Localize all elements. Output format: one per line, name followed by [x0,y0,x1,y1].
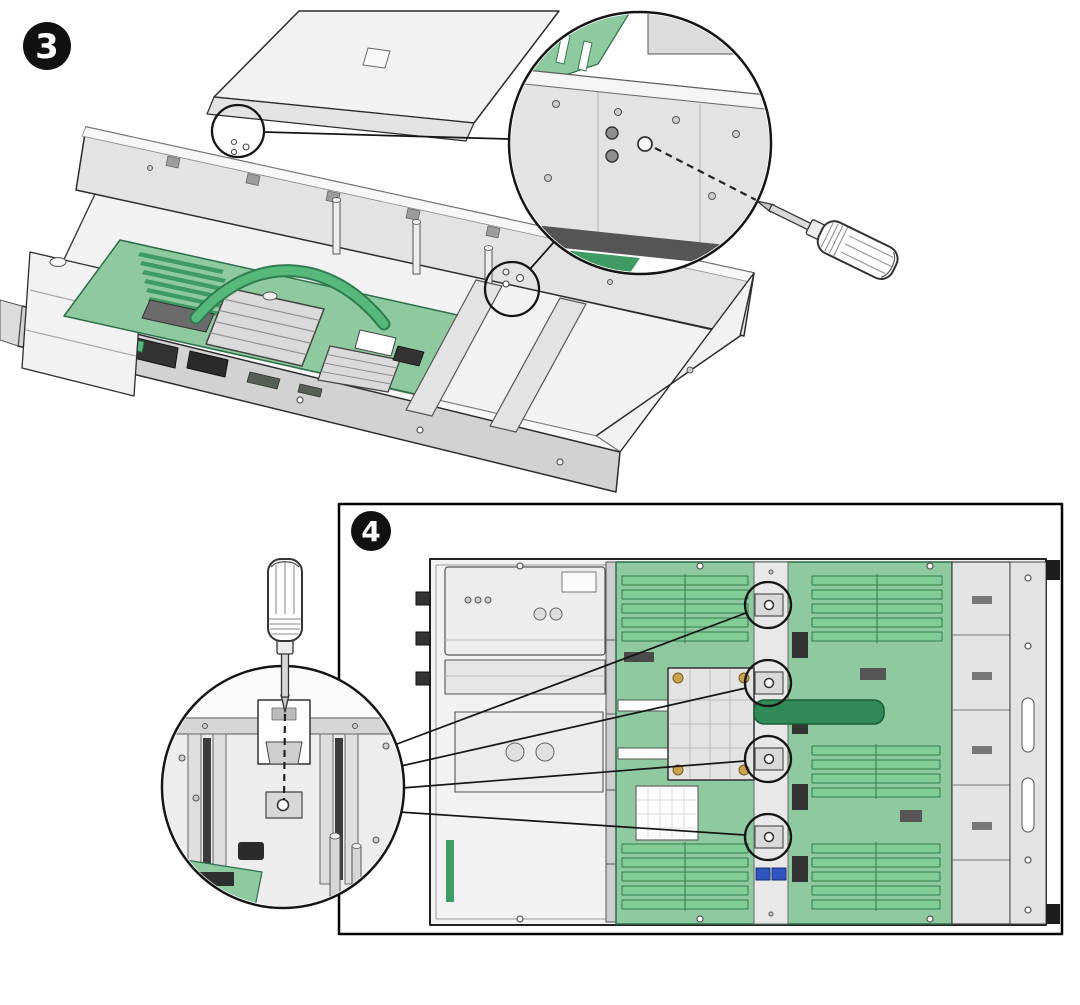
secondary-heatsink [317,345,401,393]
figure-step-4: 4 [160,502,1064,936]
callout-circle-wall-screws [483,260,541,318]
figure-step-3: 3 [0,10,903,493]
screw-bracket-detail [265,791,303,819]
rear-connectors [415,591,431,686]
server-top-view [415,558,1060,926]
cpu-heatsink [205,287,325,367]
screw-bracket [754,593,784,617]
connector-blue [755,867,771,881]
socket-cover [354,329,397,357]
heatpipe [753,699,885,725]
air-duct-handle [189,264,391,331]
callout-circle-hinge [210,103,266,159]
screw-holes-detail [605,126,653,163]
step-badge-3: 3 [23,22,71,70]
fan-wall-detail [647,14,769,55]
chip [900,810,922,822]
drive-bay-columns [951,561,1047,925]
callout-circle-screw-1 [743,580,793,630]
screw-bracket [754,671,784,695]
wall-rivets [544,100,740,200]
callout-circles [743,580,793,862]
chassis-wall-rim-detail [511,67,769,111]
black-latch [238,842,264,860]
chassis-standoff-posts [331,197,494,295]
callout-circle-screw-4 [743,812,793,862]
fan-wall [605,561,617,923]
chassis-screws [516,562,934,923]
dimm-bank-bottom-right [811,842,941,911]
midplane-bracket-rail [753,561,808,925]
step-number-3: 3 [35,27,59,67]
motherboard [63,239,481,398]
dimm-bank-mid-right [811,744,941,799]
chip [624,652,654,662]
callout-leader-lines [396,612,747,836]
callout-circle-screw-2 [743,658,793,708]
cover-vent [362,47,391,69]
screwdriver-icon [748,184,903,285]
step-badge-4: 4 [351,511,391,551]
open-top-cover [206,10,560,142]
chassis-ears [1046,560,1060,924]
chip [860,668,886,680]
step-number-4: 4 [361,515,380,548]
alignment-dashed-line [282,713,287,801]
chassis-left-end [0,299,23,347]
magnifier-circle [507,10,773,276]
screw-bracket [754,825,784,849]
screw-bracket [754,747,784,771]
connector-blue [771,867,787,881]
callout-leader-line-left [263,131,510,140]
support-beams [405,279,587,433]
wall-screw-holes [230,138,525,288]
dimm-bank-top-right [811,574,943,643]
server-chassis-open [0,10,755,493]
chip [297,383,323,398]
dimm-bank-bottom-left [621,842,749,911]
callout-leader-line-right [529,241,555,270]
psu-bay [444,566,606,902]
dimm-bank-top-left [621,574,749,643]
callout-circle-screw-3 [743,734,793,784]
chip [246,371,281,390]
alignment-dashed-line [654,147,757,201]
retention-clip [392,345,425,367]
